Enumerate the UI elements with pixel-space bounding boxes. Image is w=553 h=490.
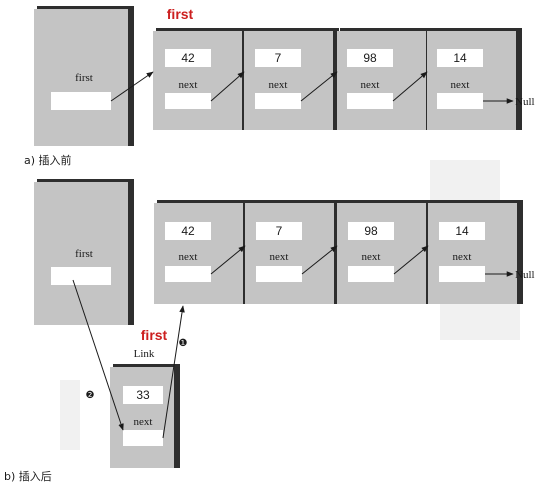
first-marker-b: first [141,327,168,343]
node-a-42: 42 next [153,28,248,130]
next-pointer-slot [347,93,393,109]
node-value: 7 [276,224,283,238]
next-pointer-slot [437,93,483,109]
node-value: 7 [275,51,282,65]
node-a-14: 14 next [427,28,522,130]
new-node-title: Link [134,348,155,360]
node-b-14: 14 next [428,200,523,304]
arrow-new-to-42 [162,305,185,439]
node-a-7: 7 next [244,28,339,130]
node-next-label: next [269,79,288,91]
node-next-label: next [362,251,381,263]
node-b-98: 98 next [337,200,432,304]
head-box-first: first [34,179,134,325]
node-value: 14 [453,51,467,65]
node-a-98: 98 next [337,28,432,130]
node-next-label: next [179,251,198,263]
arrow-link [210,71,245,102]
node-value: 98 [364,224,378,238]
next-pointer-slot [256,266,302,282]
null-label: Null [515,96,535,108]
node-b-7: 7 next [245,200,340,304]
arrow-first-to-new [72,279,124,431]
head-label: first [75,248,93,260]
head-pointer-slot [51,92,111,110]
background-artifact [440,300,520,340]
head-pointer-slot [51,267,111,285]
arrow-link [300,71,338,102]
part-b: first 42 next 7 next 98 next [4,179,535,483]
head-box-first: first [34,6,134,146]
next-pointer-slot [165,266,211,282]
node-value: 42 [181,51,195,65]
step-two-marker: ❷ [86,390,95,401]
node-next-label: next [134,416,153,428]
next-pointer-slot [348,266,394,282]
node-b-42: 42 next [154,200,249,304]
next-pointer-slot [439,266,485,282]
arrow-link [210,245,246,275]
next-pointer-slot [123,430,163,446]
caption-b: b) 插入后 [4,469,52,483]
background-artifact [60,380,80,450]
next-pointer-slot [165,93,211,109]
arrow-link [392,71,428,102]
node-value: 42 [181,224,195,238]
node-next-label: next [179,79,198,91]
node-b-new-33: 33 next [110,364,180,468]
node-next-label: next [270,251,289,263]
node-value: 14 [455,224,469,238]
null-label: Null [515,269,535,281]
node-next-label: next [361,79,380,91]
first-marker-a: first [167,6,194,22]
step-one-marker: ❶ [179,338,188,349]
part-a: first first 42 next 7 next 98 next [24,6,535,167]
head-label: first [75,72,93,84]
arrow-link [301,245,338,275]
node-next-label: next [451,79,470,91]
arrow-link [393,245,429,275]
caption-a: a) 插入前 [24,153,72,167]
next-pointer-slot [255,93,301,109]
node-next-label: next [453,251,472,263]
node-value: 98 [363,51,377,65]
node-value: 33 [136,388,150,402]
arrow-head-to-node [110,71,154,102]
